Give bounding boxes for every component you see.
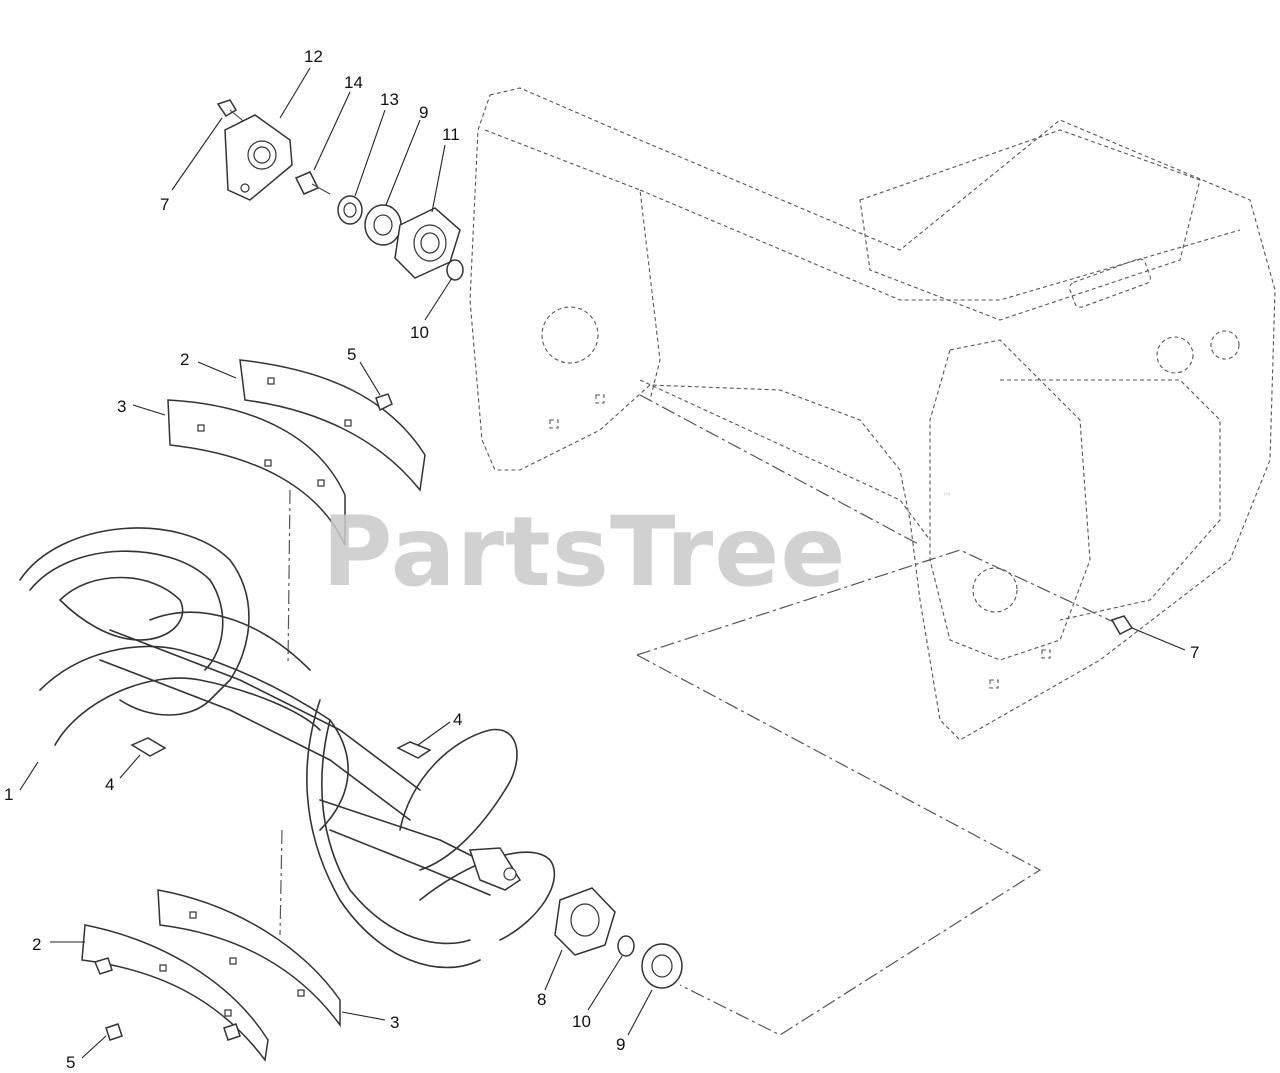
callout-14: 14 — [344, 73, 363, 92]
auger-assembly — [19, 527, 556, 969]
callout-4-left: 4 — [105, 775, 114, 794]
callout-11: 11 — [442, 125, 460, 144]
callout-10-lower: 10 — [572, 1012, 591, 1031]
callout-9-upper: 9 — [419, 103, 428, 122]
callout-12: 12 — [304, 47, 323, 66]
callout-labels: 12 14 13 9 11 7 10 2 5 3 4 4 1 2 3 5 8 1… — [4, 47, 1199, 1072]
upper-bearing-group — [216, 99, 464, 281]
watermark-trademark: ™ — [942, 492, 952, 503]
assembly-lines — [279, 394, 1121, 1036]
callout-3-upper: 3 — [117, 397, 126, 416]
callout-13: 13 — [380, 90, 399, 109]
callout-10-upper: 10 — [410, 323, 429, 342]
callout-2-lower: 2 — [32, 935, 41, 954]
callout-5-lower: 5 — [66, 1053, 75, 1072]
callout-1: 1 — [4, 785, 13, 804]
callout-7-right: 7 — [1190, 643, 1199, 662]
callout-4-right: 4 — [453, 710, 462, 729]
lower-bearing-group — [554, 887, 683, 989]
callout-7-upper: 7 — [160, 195, 169, 214]
watermark-text: PartsTree — [322, 496, 846, 608]
auger-housing — [469, 87, 1276, 741]
upper-scraper-plates — [167, 359, 426, 546]
leader-lines — [19, 67, 1186, 1059]
callout-3-lower: 3 — [390, 1013, 399, 1032]
callout-5-upper: 5 — [347, 345, 356, 364]
callout-2-upper: 2 — [180, 350, 189, 369]
callout-9-lower: 9 — [616, 1035, 625, 1054]
lower-scraper-plates — [81, 889, 341, 1062]
right-bolt — [1110, 615, 1134, 635]
callout-8: 8 — [537, 990, 546, 1009]
